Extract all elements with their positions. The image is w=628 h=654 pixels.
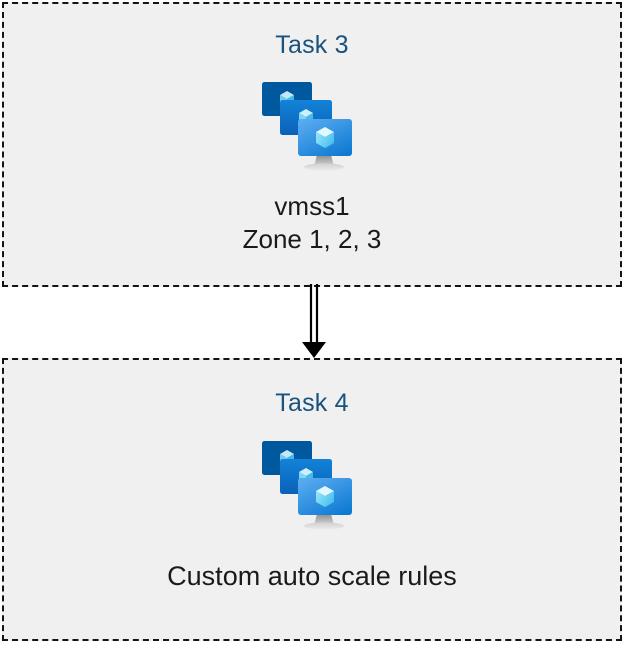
task-3-box: Task 3: [2, 2, 622, 287]
monitor-stand-icon: [304, 514, 344, 530]
monitor-front-icon: [298, 478, 352, 515]
monitor-front-icon: [298, 119, 352, 156]
task-4-box: Task 4: [2, 358, 622, 641]
azure-vm-scale-set-icon: [262, 441, 352, 530]
task-4-title: Task 4: [275, 389, 349, 417]
task-4-caption: Custom auto scale rules: [167, 561, 457, 591]
connector-arrow: [302, 284, 326, 358]
task-3-caption: vmss1 Zone 1, 2, 3: [242, 191, 382, 254]
monitor-stand-icon: [304, 155, 344, 171]
azure-vm-scale-set-icon: [262, 82, 352, 171]
arrowhead-icon: [302, 342, 326, 358]
task-3-title: Task 3: [275, 31, 349, 59]
